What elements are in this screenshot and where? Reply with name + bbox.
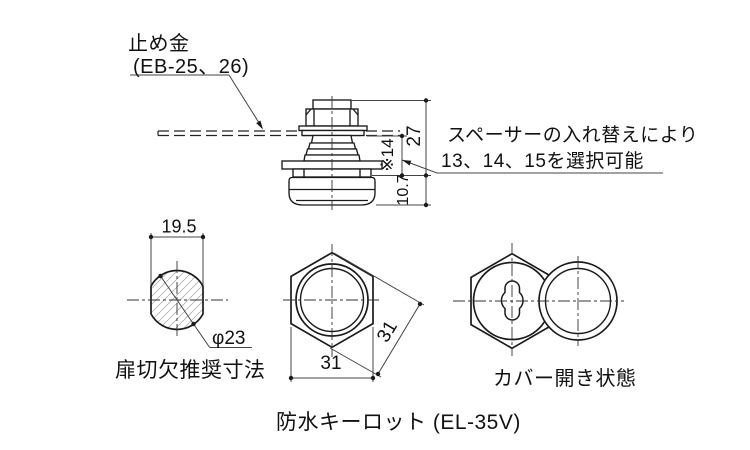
spacer-note-arrowhead <box>402 160 412 166</box>
stopper-label: 止め金 <box>128 33 190 55</box>
lock-front-view <box>283 244 425 382</box>
dim-hex-across-flats: 31 <box>320 353 342 374</box>
stopper-label-leader <box>130 74 262 127</box>
stopper-models-label: (EB-25、26) <box>133 56 250 78</box>
stopper-arrowhead <box>256 120 263 130</box>
drawing-title: 防水キーロット (EL-35V) <box>276 411 521 434</box>
dim-overall-height: 27 <box>404 125 425 147</box>
door-cutout-view <box>127 233 252 348</box>
spacer-note-line1: スペーサーの入れ替えにより <box>447 125 699 146</box>
cover-caption: カバー開き状態 <box>493 368 637 390</box>
dimension-dots <box>399 98 429 208</box>
dim-panel-thickness: ※14 <box>378 138 397 172</box>
cover-open-view <box>453 243 624 356</box>
spacer-note-line2: 13、14、15を選択可能 <box>441 151 644 172</box>
cutout-caption: 扉切欠推奨寸法 <box>115 359 266 382</box>
dim-cutout-diameter: φ23 <box>212 328 246 349</box>
spacer-note-leader <box>401 159 663 174</box>
lock-side-view <box>281 99 383 206</box>
dim-bottom-height: 10.7 <box>395 174 412 206</box>
dim-cutout-width: 19.5 <box>161 216 197 237</box>
